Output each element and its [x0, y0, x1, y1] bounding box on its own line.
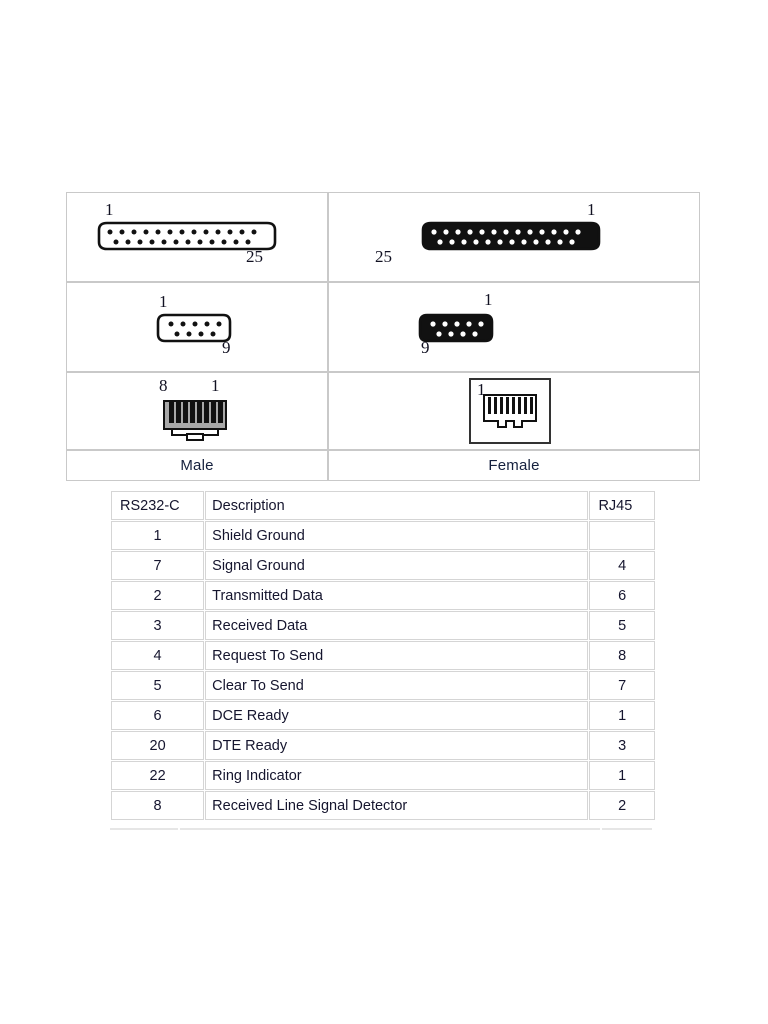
- cell-rj45-pin: 5: [589, 611, 655, 640]
- cell-rs232-pin: 22: [111, 761, 205, 790]
- db9-male-connector-icon: [156, 313, 232, 343]
- rj45-female-jack-icon: [469, 378, 551, 444]
- cell-rs232-pin: 8: [111, 791, 205, 820]
- table-row: 22 Ring Indicator 1: [111, 761, 655, 790]
- cell-rj45-pin: 4: [589, 551, 655, 580]
- cell-rj45-pin: 3: [589, 731, 655, 760]
- cell-rs232-pin: 20: [111, 731, 205, 760]
- cell-description: Shield Ground: [205, 521, 589, 550]
- cell-description: Signal Ground: [205, 551, 589, 580]
- cell-rs232-pin: 5: [111, 671, 205, 700]
- cell-rj45-pin: 6: [589, 581, 655, 610]
- cell-rs232-pin: 4: [111, 641, 205, 670]
- cell-description: DTE Ready: [205, 731, 589, 760]
- header-description: Description: [205, 491, 589, 520]
- db25-male-connector-icon: [97, 221, 277, 251]
- cell-rs232-pin: 1: [111, 521, 205, 550]
- table-row: 8 Received Line Signal Detector 2: [111, 791, 655, 820]
- cell-rj45-pin: 1: [589, 761, 655, 790]
- db9-male-pin1-label: 1: [159, 292, 168, 311]
- rj45-female-cell: 1: [328, 372, 700, 450]
- cell-description: Transmitted Data: [205, 581, 589, 610]
- header-rj45: RJ45: [589, 491, 655, 520]
- connector-row-rj45: 8 1: [66, 372, 700, 450]
- db9-female-cell: 1 9: [328, 282, 700, 372]
- cell-description: Clear To Send: [205, 671, 589, 700]
- db25-female-cell: 1 25: [328, 192, 700, 282]
- connector-gender-row: Male Female: [66, 450, 700, 481]
- db25-female-pin25-label: 25: [375, 247, 392, 266]
- cell-rj45-pin: 2: [589, 791, 655, 820]
- rj45-female-pin1-label: 1: [477, 380, 486, 399]
- cell-rs232-pin: 2: [111, 581, 205, 610]
- table-row: 3 Received Data 5: [111, 611, 655, 640]
- cell-rs232-pin: 3: [111, 611, 205, 640]
- db9-female-pin1-label: 1: [484, 290, 493, 309]
- db9-female-pin9-label: 9: [421, 338, 430, 357]
- cell-rj45-pin: 8: [589, 641, 655, 670]
- rj45-male-pin1-label: 1: [211, 376, 220, 395]
- connector-row-db25: 1 25: [66, 192, 700, 282]
- gender-label-male: Male: [66, 450, 328, 481]
- cell-rj45-pin: [589, 521, 655, 550]
- db25-female-connector-icon: [421, 221, 601, 251]
- cell-rj45-pin: 1: [589, 701, 655, 730]
- table-row: 7 Signal Ground 4: [111, 551, 655, 580]
- table-row: 20 DTE Ready 3: [111, 731, 655, 760]
- table-row: 2 Transmitted Data 6: [111, 581, 655, 610]
- db9-male-cell: 1 9: [66, 282, 328, 372]
- table-row: 6 DCE Ready 1: [111, 701, 655, 730]
- db9-male-pin9-label: 9: [222, 338, 231, 357]
- gender-label-female: Female: [328, 450, 700, 481]
- header-rs232c: RS232-C: [111, 491, 205, 520]
- table-bottom-edge: [110, 828, 656, 831]
- db25-male-pin25-label: 25: [246, 247, 263, 266]
- cell-rs232-pin: 7: [111, 551, 205, 580]
- db25-male-pin1-label: 1: [105, 200, 114, 219]
- pinout-header-row: RS232-C Description RJ45: [111, 491, 655, 520]
- cell-description: Ring Indicator: [205, 761, 589, 790]
- db25-female-pin1-label: 1: [587, 200, 596, 219]
- table-row: 4 Request To Send 8: [111, 641, 655, 670]
- cell-rj45-pin: 7: [589, 671, 655, 700]
- db25-male-cell: 1 25: [66, 192, 328, 282]
- table-row: 5 Clear To Send 7: [111, 671, 655, 700]
- pinout-table: RS232-C Description RJ45 1 Shield Ground…: [110, 490, 656, 821]
- connector-illustration-table: 1 25: [66, 192, 700, 481]
- cell-rs232-pin: 6: [111, 701, 205, 730]
- rj45-male-plug-icon: [163, 400, 227, 441]
- rj45-male-pin8-label: 8: [159, 376, 168, 395]
- db9-female-connector-icon: [418, 313, 494, 343]
- connector-row-db9: 1 9 1: [66, 282, 700, 372]
- cell-description: Received Line Signal Detector: [205, 791, 589, 820]
- cell-description: DCE Ready: [205, 701, 589, 730]
- cell-description: Received Data: [205, 611, 589, 640]
- rj45-male-cell: 8 1: [66, 372, 328, 450]
- table-row: 1 Shield Ground: [111, 521, 655, 550]
- cell-description: Request To Send: [205, 641, 589, 670]
